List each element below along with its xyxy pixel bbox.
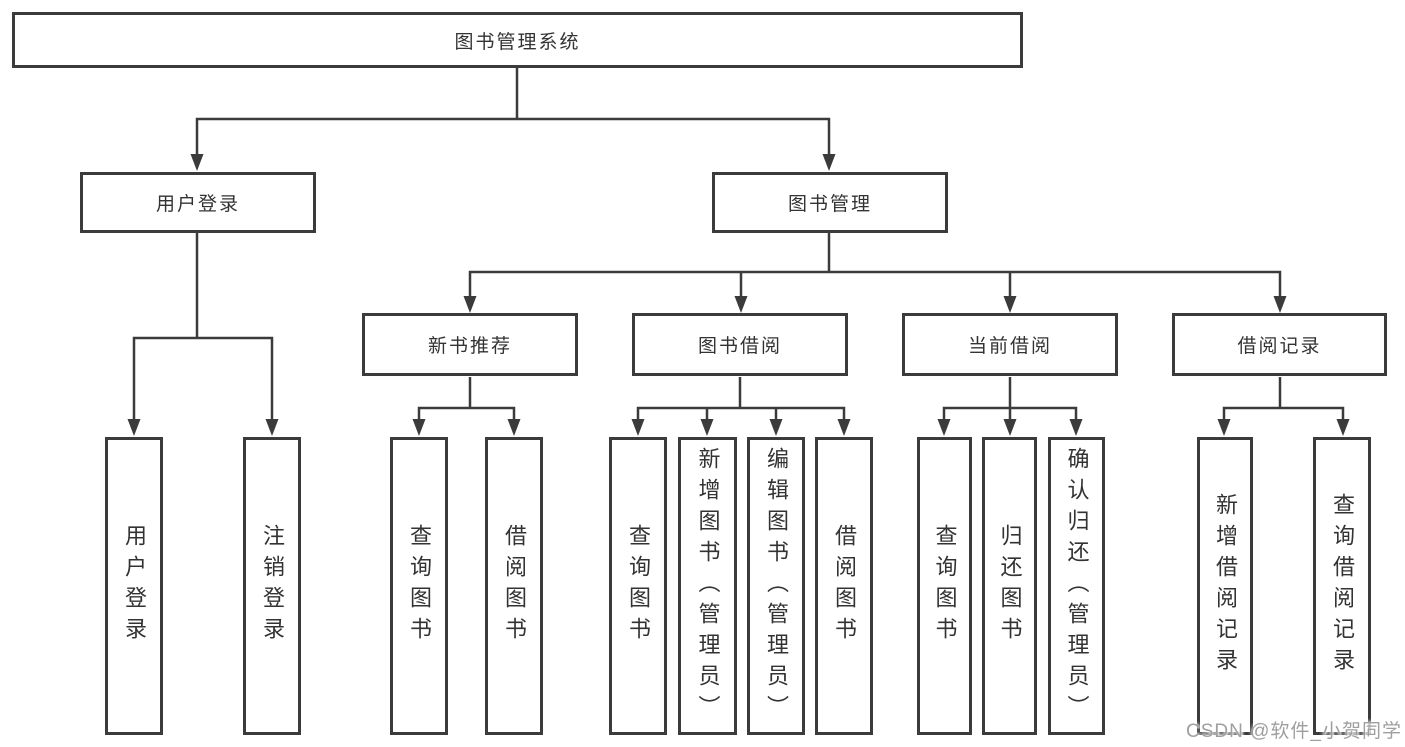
node-new-book-rec-label: 新书推荐	[427, 336, 512, 357]
leaf-borrow-add-books: 新增图书（管理员）	[678, 437, 737, 735]
connector-new-book-rec-children	[417, 377, 516, 421]
leaf-rec-query-books-label: 查询图书	[407, 524, 432, 648]
leaf-log-query-record: 查询借阅记录	[1313, 437, 1371, 735]
leaf-borrow-borrow-books-label: 借阅图书	[832, 524, 857, 648]
node-book-mgmt-label: 图书管理	[787, 194, 872, 215]
leaf-borrow-edit-books: 编辑图书（管理员）	[747, 437, 805, 735]
node-book-borrow-label: 图书借阅	[697, 336, 782, 357]
leaf-borrow-query-books: 查询图书	[609, 437, 667, 735]
leaf-rec-borrow-books: 借阅图书	[485, 437, 543, 735]
leaf-cur-confirm-return-label: 确认归还（管理员）	[1064, 446, 1090, 726]
leaf-log-add-record: 新增借阅记录	[1197, 437, 1253, 735]
csdn-watermark: CSDN @软件_小贺同学	[1186, 721, 1402, 742]
connector-borrow-records-children	[1222, 377, 1345, 421]
node-current-borrow: 当前借阅	[902, 313, 1118, 376]
leaf-rec-query-books: 查询图书	[390, 437, 448, 735]
node-user-login: 用户登录	[80, 172, 316, 233]
node-root-label: 图书管理系统	[454, 31, 581, 53]
node-root: 图书管理系统	[12, 12, 1023, 68]
leaf-cur-query-books-label: 查询图书	[932, 524, 958, 648]
leaf-cur-return-books-label: 归还图书	[997, 524, 1023, 648]
connector-book-mgmt-children	[468, 233, 1282, 298]
leaf-cur-query-books: 查询图书	[917, 437, 972, 735]
leaf-cur-confirm-return: 确认归还（管理员）	[1048, 437, 1105, 735]
leaf-borrow-edit-books-label: 编辑图书（管理员）	[764, 446, 789, 726]
leaf-user-login: 用户登录	[105, 437, 163, 735]
connector-current-borrow-children	[942, 377, 1078, 421]
leaf-logout: 注销登录	[243, 437, 301, 735]
connector-book-borrow-children	[636, 377, 846, 421]
leaf-cur-return-books: 归还图书	[982, 437, 1037, 735]
leaf-borrow-borrow-books: 借阅图书	[815, 437, 873, 735]
leaf-log-add-record-label: 新增借阅记录	[1213, 493, 1238, 679]
node-borrow-records: 借阅记录	[1172, 313, 1387, 376]
leaf-borrow-add-books-label: 新增图书（管理员）	[695, 446, 721, 726]
leaf-logout-label: 注销登录	[260, 524, 285, 648]
node-user-login-label: 用户登录	[155, 194, 240, 215]
node-book-mgmt: 图书管理	[712, 172, 948, 233]
leaf-rec-borrow-books-label: 借阅图书	[502, 524, 527, 648]
node-current-borrow-label: 当前借阅	[967, 336, 1052, 357]
leaf-user-login-label: 用户登录	[122, 524, 147, 648]
node-new-book-rec: 新书推荐	[362, 313, 578, 376]
leaf-borrow-query-books-label: 查询图书	[626, 524, 651, 648]
connector-root-to-branches	[195, 68, 831, 156]
leaf-log-query-record-label: 查询借阅记录	[1330, 493, 1355, 679]
node-borrow-records-label: 借阅记录	[1237, 336, 1322, 357]
node-book-borrow: 图书借阅	[632, 313, 848, 376]
connector-user-login-children	[132, 233, 274, 421]
